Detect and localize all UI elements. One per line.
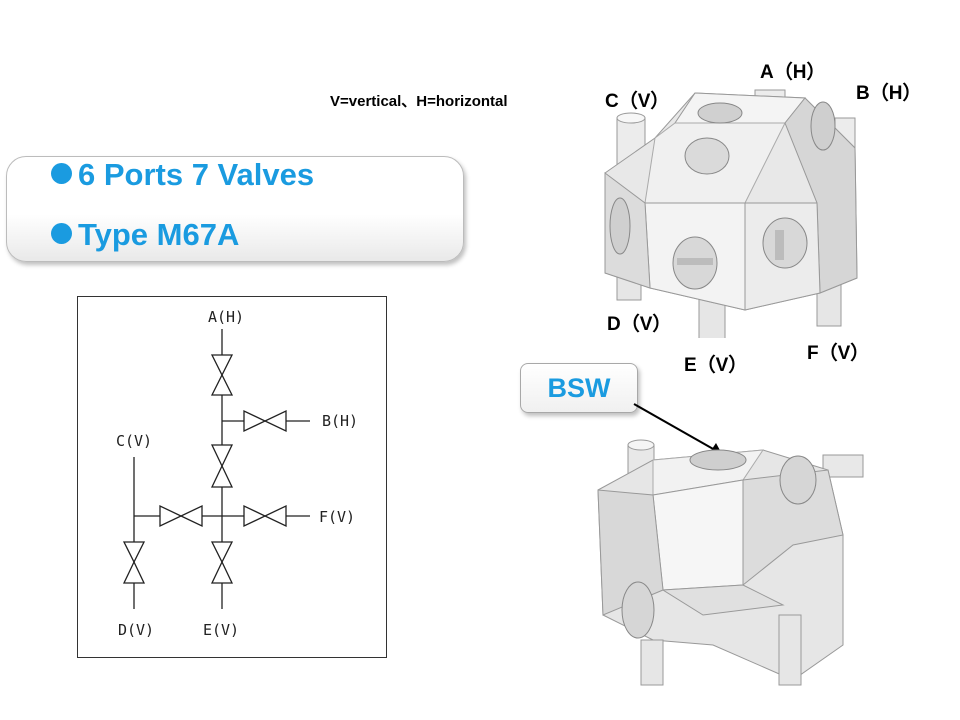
schematic-label-f: F(V) <box>319 508 355 526</box>
title-box: 6 Ports 7 Valves Type M67A <box>6 156 464 262</box>
title-text-type: Type M67A <box>78 217 240 252</box>
schematic-label-a: A(H) <box>208 308 244 326</box>
cutaway-3d <box>597 439 864 686</box>
port-label-b: B（H） <box>856 83 922 104</box>
port-label-d: D（V） <box>607 314 672 335</box>
port-label-c: C（V） <box>605 91 670 112</box>
title-line-ports: 6 Ports 7 Valves <box>51 157 314 193</box>
port-label-f: F（V） <box>807 343 870 364</box>
legend-note: V=vertical、H=horizontal <box>330 93 508 110</box>
valve-schematic: A(H) B(H) C(V) D(V) E(V) F(V) <box>77 296 387 658</box>
title-line-type: Type M67A <box>51 217 239 253</box>
valve-block-3d <box>604 89 858 338</box>
bullet-icon <box>51 223 72 244</box>
schematic-label-e: E(V) <box>203 621 239 639</box>
port-label-e: E（V） <box>684 355 748 376</box>
schematic-label-c: C(V) <box>116 432 152 450</box>
schematic-label-d: D(V) <box>118 621 154 639</box>
schematic-label-b: B(H) <box>322 412 358 430</box>
bsw-callout: BSW <box>520 363 638 413</box>
schematic-drawing: A(H) B(H) C(V) D(V) E(V) F(V) <box>116 308 358 639</box>
bullet-icon <box>51 163 72 184</box>
title-text-ports: 6 Ports 7 Valves <box>78 157 315 192</box>
port-label-a: A（H） <box>760 62 826 83</box>
